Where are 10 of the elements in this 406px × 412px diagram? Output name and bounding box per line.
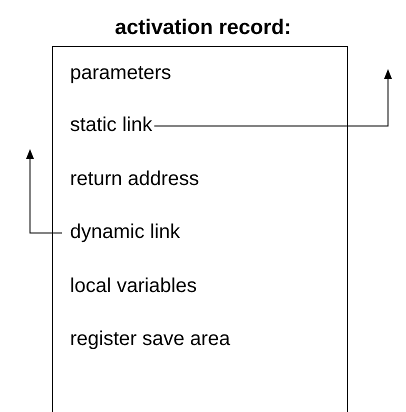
field-label: return address: [70, 168, 199, 191]
field-label: static link: [70, 114, 152, 137]
record-frame: [52, 46, 348, 412]
title: activation record:: [114, 16, 292, 40]
arrow: [26, 149, 62, 234]
field-label: parameters: [70, 62, 172, 85]
arrow: [154, 69, 392, 126]
field-label: local variables: [70, 275, 197, 298]
field-label: register save area: [70, 328, 230, 351]
field-label: dynamic link: [70, 221, 180, 244]
